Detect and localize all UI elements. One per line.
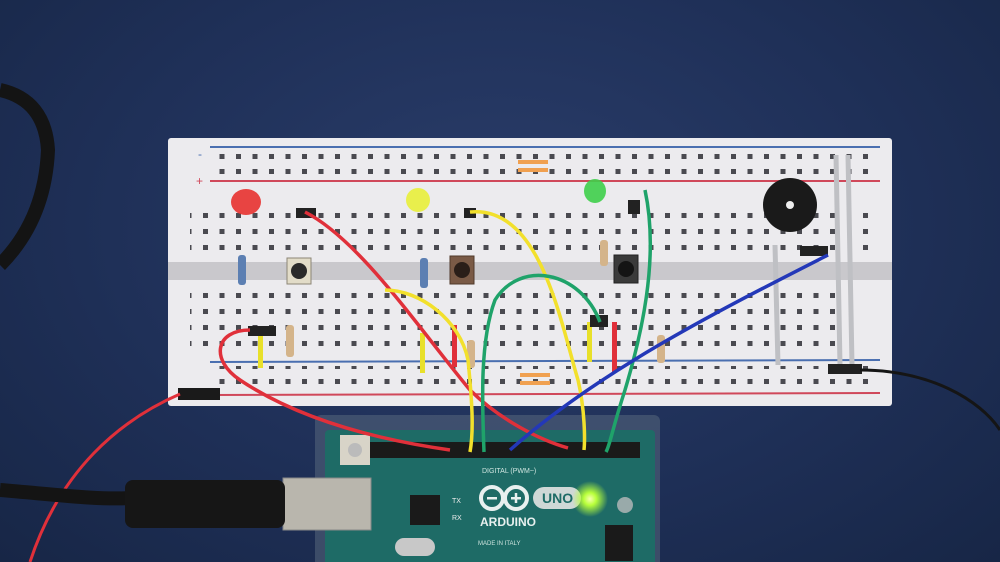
red-led	[231, 189, 261, 215]
usb-plug	[125, 480, 285, 528]
button-1[interactable]	[286, 257, 312, 285]
power-led	[572, 481, 608, 517]
black-wire	[859, 368, 1000, 431]
resistor	[238, 255, 428, 288]
tx-label: TX	[452, 498, 461, 505]
red-wire	[218, 328, 451, 452]
green-led	[584, 179, 606, 203]
usb-port	[282, 477, 372, 531]
button-3[interactable]	[613, 254, 639, 284]
yellow-wire	[384, 288, 474, 453]
model-label: UNO	[542, 490, 573, 506]
green-wire	[604, 189, 653, 453]
rx-label: RX	[452, 515, 462, 522]
red-wire	[28, 392, 181, 562]
usb-cable	[0, 483, 131, 506]
brand-label: ARDUINO	[480, 515, 536, 529]
red-wire	[304, 210, 569, 450]
made-in-label: MADE IN ITALY	[478, 541, 520, 547]
yellow-led	[406, 188, 430, 212]
digital-header-label: DIGITAL (PWM~)	[482, 468, 536, 475]
yellow-wire	[469, 210, 587, 451]
arduino-uno: DIGITAL (PWM~) TX RX UNO ARDUINO MADE IN…	[282, 415, 660, 562]
piezo-buzzer	[763, 178, 817, 232]
rail-minus-label: -	[198, 147, 202, 161]
button-2[interactable]	[449, 255, 475, 285]
green-wire	[480, 273, 602, 453]
rail-plus-label: +	[196, 174, 203, 188]
arduino-logo-icon	[479, 485, 529, 511]
blue-wire	[508, 253, 829, 452]
usb-cable-loop	[0, 83, 56, 270]
breadboard: - +	[168, 138, 892, 406]
